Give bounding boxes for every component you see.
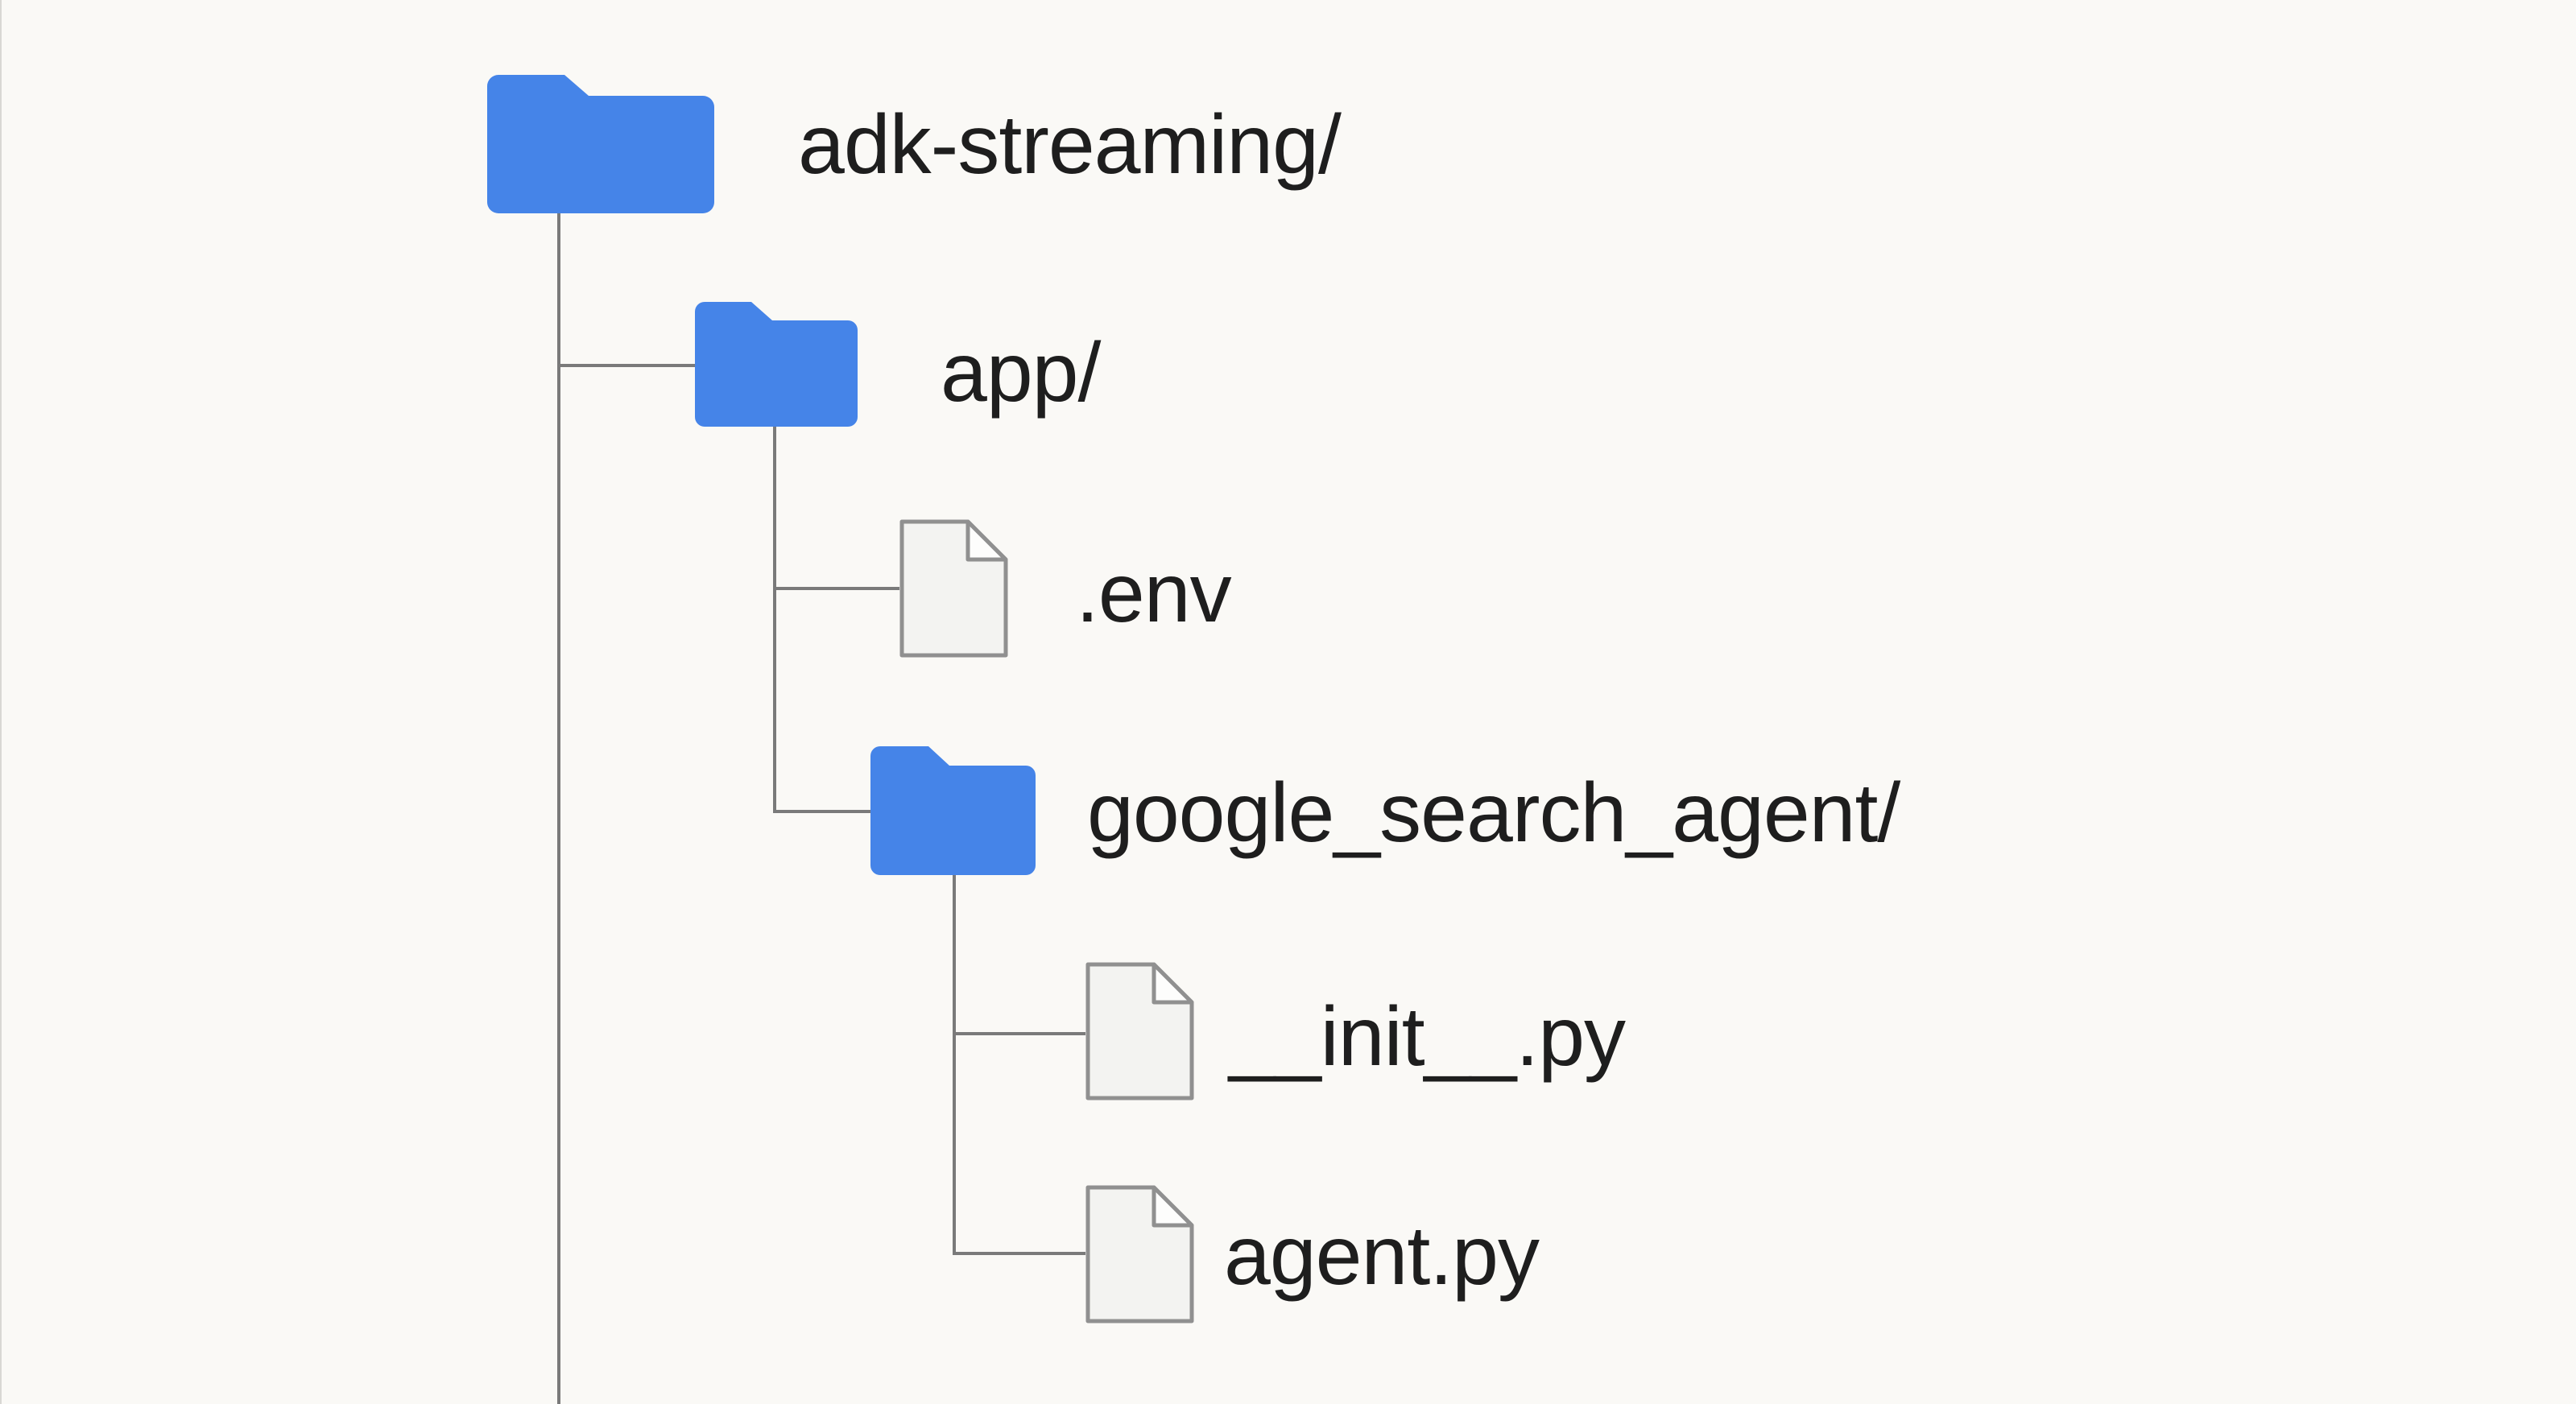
- node-label: __init__.py: [1229, 990, 1626, 1084]
- folder-icon: [487, 75, 714, 213]
- branch-line-google-search-agent: [773, 810, 870, 813]
- node-label: app/: [941, 326, 1101, 419]
- tree-node-app: app/: [695, 302, 1101, 427]
- node-label: adk-streaming/: [798, 98, 1342, 192]
- vertical-line-app: [773, 423, 776, 813]
- tree-node-adk-streaming: adk-streaming/: [487, 75, 1342, 213]
- tree-node-agent-py: agent.py: [1085, 1185, 1540, 1323]
- file-icon: [899, 519, 1008, 658]
- tree-node-google-search-agent: google_search_agent/: [870, 746, 1900, 875]
- tree-node-env: .env: [899, 519, 1232, 658]
- left-edge-line: [0, 0, 2, 1404]
- branch-line-app: [557, 364, 695, 367]
- tree-node-init-py: __init__.py: [1085, 962, 1626, 1100]
- vertical-line-google-search-agent: [953, 871, 956, 1255]
- branch-line-agent-py: [953, 1252, 1085, 1255]
- branch-line-env: [773, 587, 899, 590]
- file-icon: [1085, 1185, 1194, 1323]
- trunk-line-adk-streaming: [557, 208, 560, 1404]
- folder-icon: [870, 746, 1036, 875]
- node-label: .env: [1076, 547, 1232, 640]
- branch-line-init-py: [953, 1032, 1085, 1035]
- folder-icon: [695, 302, 858, 427]
- node-label: agent.py: [1224, 1209, 1540, 1303]
- node-label: google_search_agent/: [1087, 766, 1900, 860]
- file-icon: [1085, 962, 1194, 1100]
